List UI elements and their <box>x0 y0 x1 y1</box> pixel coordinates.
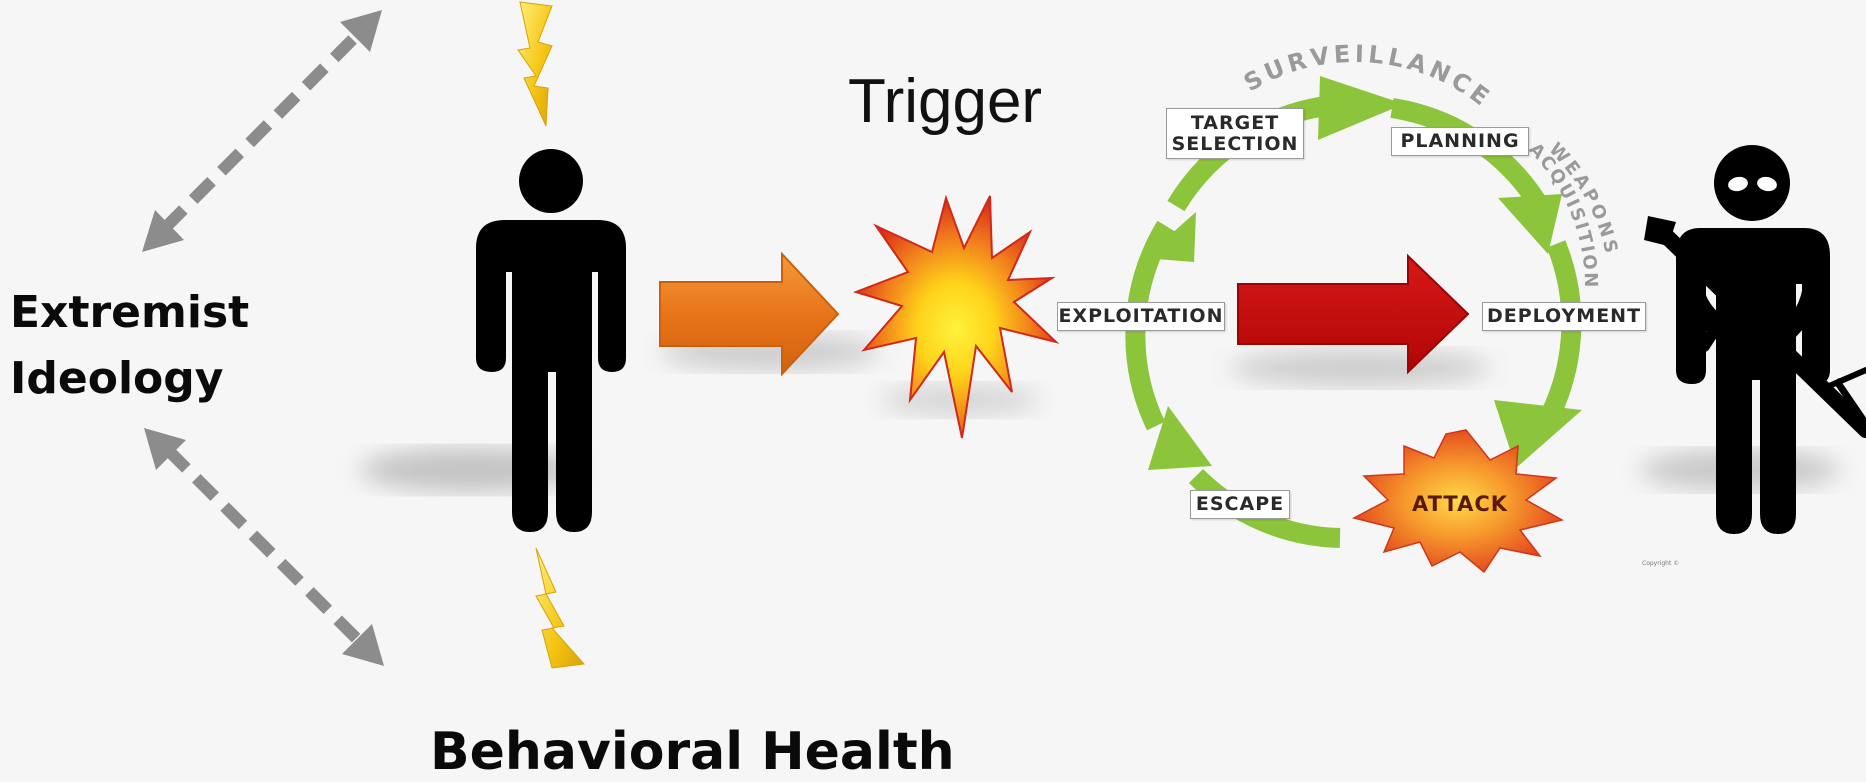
target-selection-line-1: TARGET <box>1190 112 1280 134</box>
target-selection-line-2: SELECTION <box>1171 133 1299 155</box>
attack-label: ATTACK <box>1412 492 1509 516</box>
extremist-ideology-label: Extremist Ideology <box>10 280 249 412</box>
target-selection-box: TARGET SELECTION <box>1166 108 1304 159</box>
copyright-notice: Copyright © <box>1642 560 1680 567</box>
lightning-bolt-bottom-icon <box>535 547 586 669</box>
person-figure-icon <box>476 149 626 532</box>
trigger-label: Trigger <box>848 67 1043 136</box>
dashed-arrow-upper-head-bottom <box>142 210 184 252</box>
behavioral-health-label: Behavioral Health <box>430 722 955 782</box>
cycle-arrowhead-5 <box>1144 212 1196 262</box>
orange-arrow-icon <box>659 251 840 377</box>
cycle-arrowhead-1 <box>1318 76 1404 140</box>
escape-box: ESCAPE <box>1190 490 1290 519</box>
red-arrow-icon <box>1237 253 1470 375</box>
planning-box: PLANNING <box>1391 127 1529 156</box>
trigger-explosion-icon <box>852 194 1060 439</box>
dashed-arrow-lower-head-bottom <box>342 624 384 666</box>
cycle-arrowhead-2 <box>1498 194 1562 254</box>
red-arrow-shadow <box>1230 350 1490 386</box>
cycle-arrowhead-4 <box>1148 406 1212 470</box>
dashed-arrow-lower <box>163 445 365 647</box>
ideology-line-1: Extremist <box>10 287 250 338</box>
armed-attacker-icon <box>1644 145 1866 534</box>
dashed-arrow-upper <box>160 29 363 233</box>
ideology-line-2: Ideology <box>10 353 224 404</box>
exploitation-box: EXPLOITATION <box>1057 302 1225 331</box>
dashed-arrow-lower-head-top <box>144 428 186 470</box>
attack-explosion-icon <box>1351 429 1565 574</box>
lightning-bolt-top-icon <box>517 1 553 127</box>
dashed-arrow-upper-head-top <box>340 10 382 52</box>
deployment-box: DEPLOYMENT <box>1482 302 1646 331</box>
